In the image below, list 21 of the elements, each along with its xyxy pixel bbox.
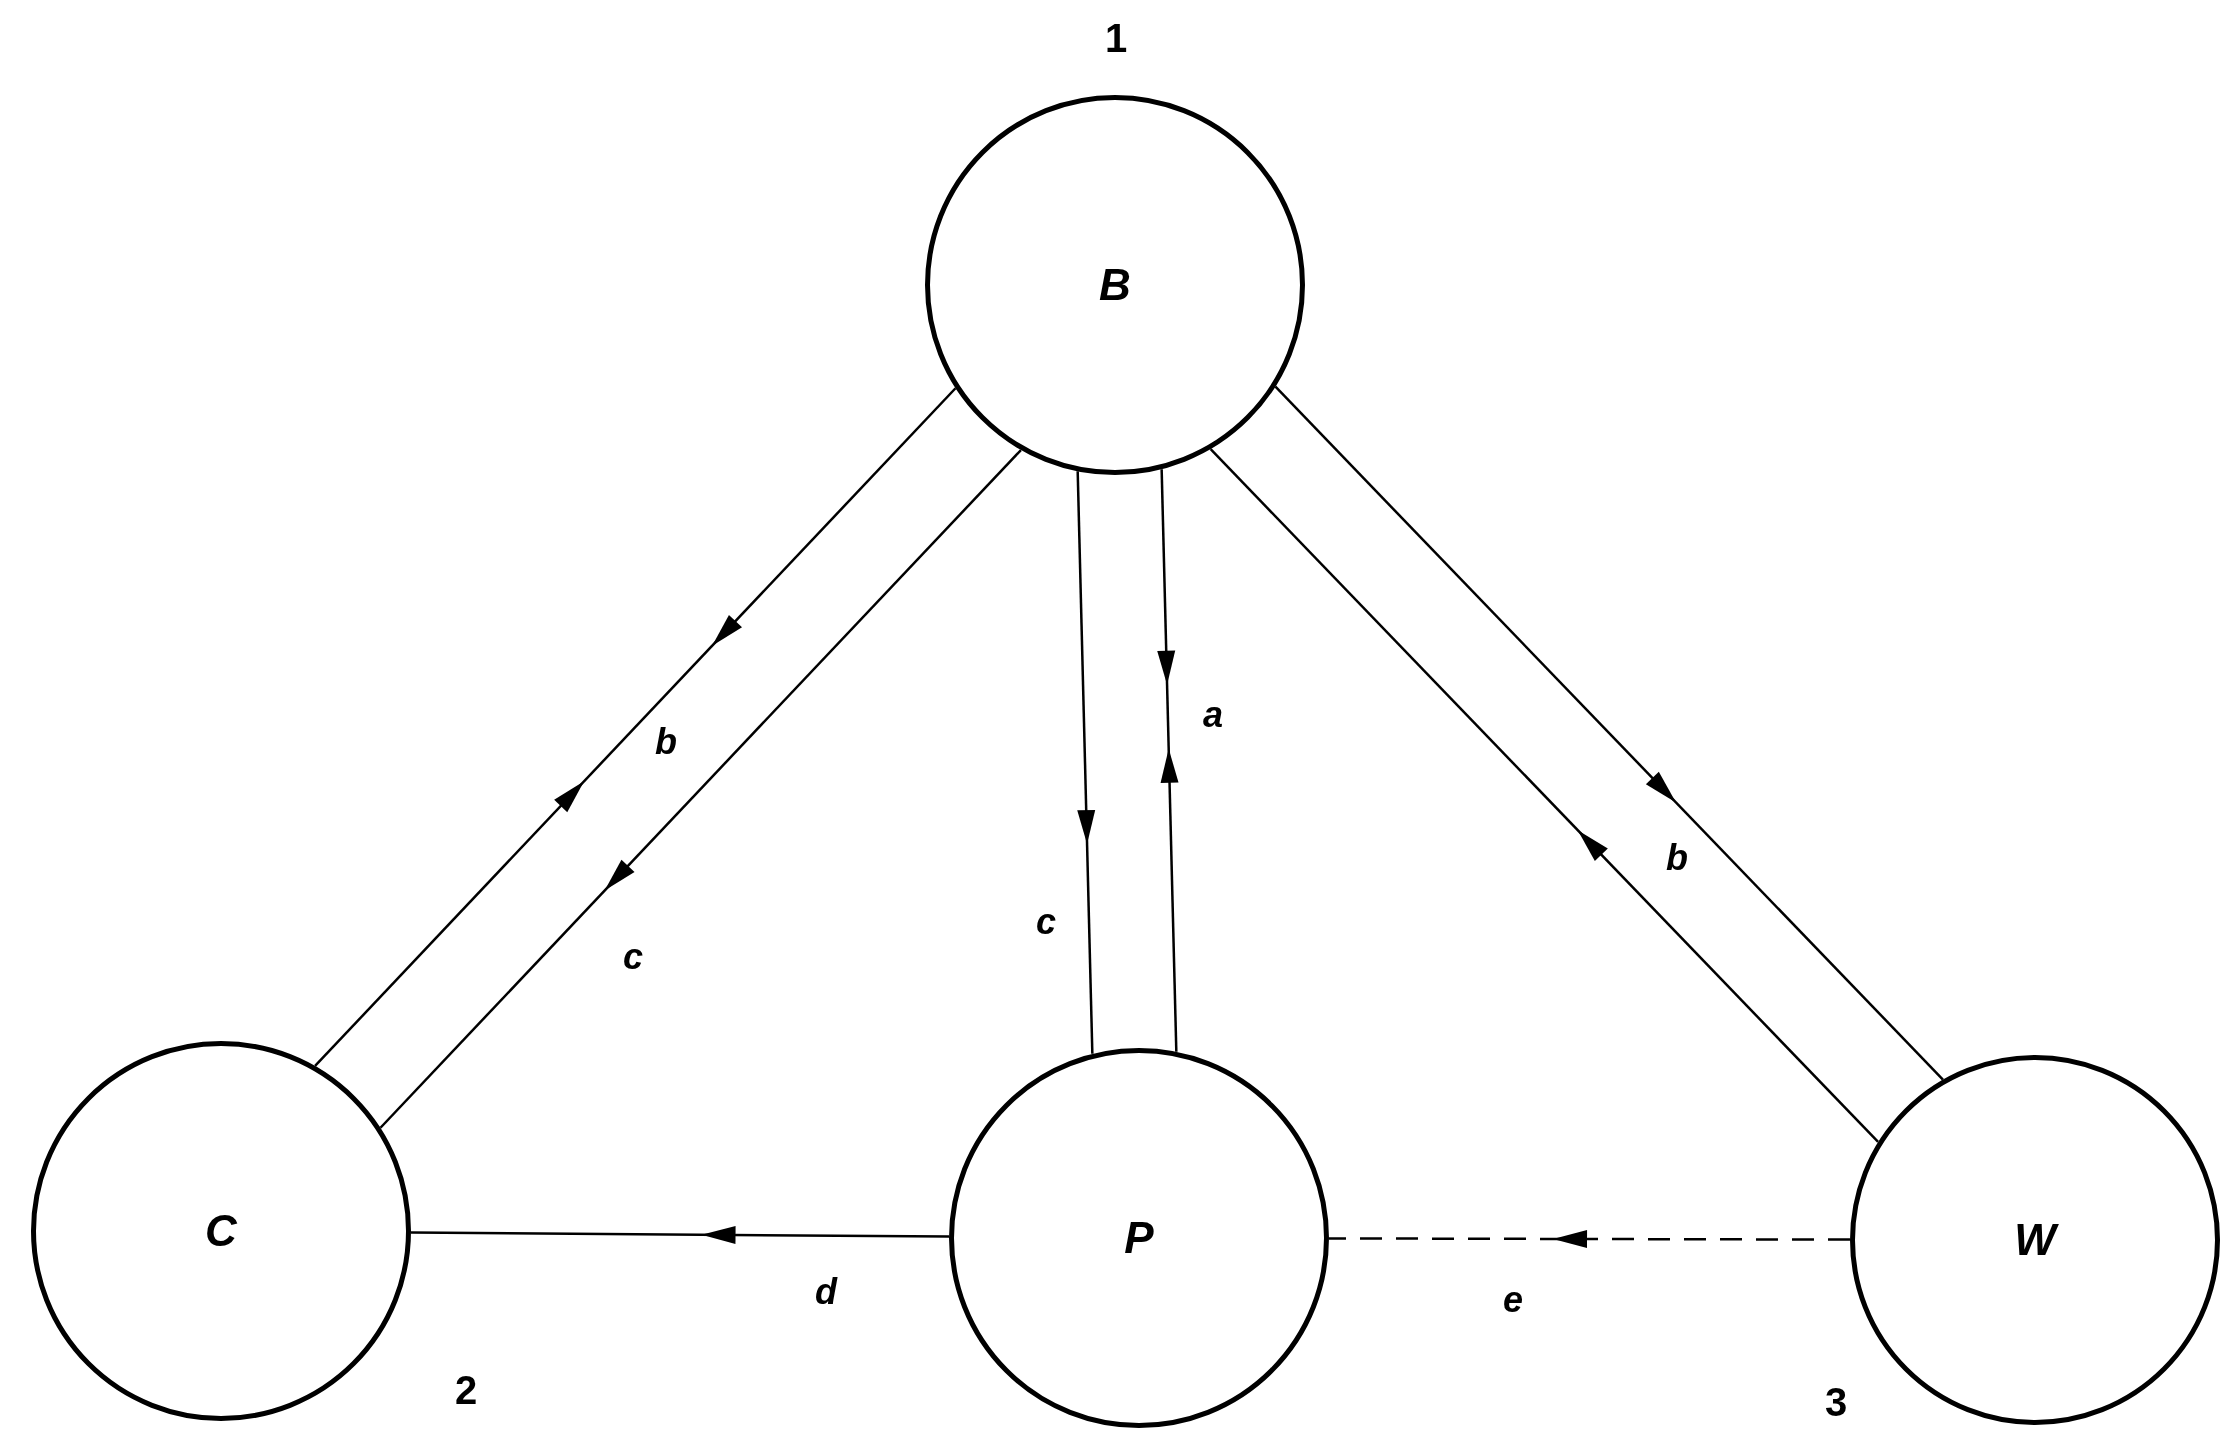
- arrow: [1329, 1230, 1850, 1248]
- arrow: [1274, 385, 1944, 1081]
- arrow: [1157, 469, 1179, 1052]
- edge-label: c: [1036, 904, 1056, 940]
- edge-label: c: [623, 939, 643, 975]
- node-number: 1: [1105, 18, 1128, 58]
- edge-label: b: [1666, 840, 1688, 876]
- edge-label: b: [655, 724, 677, 760]
- node-letter: P: [1124, 1216, 1154, 1260]
- arrow: [1076, 471, 1096, 1054]
- edge-label: a: [1203, 697, 1223, 733]
- arrow: [379, 449, 1022, 1129]
- arrow: [314, 387, 957, 1067]
- node-number: 2: [455, 1370, 478, 1410]
- node-letter: B: [1099, 263, 1131, 307]
- node-letter: C: [205, 1209, 237, 1253]
- node-number: 3: [1825, 1382, 1848, 1422]
- edge-label: d: [815, 1274, 837, 1310]
- arrow: [1209, 448, 1879, 1143]
- edge-label: e: [1503, 1282, 1523, 1318]
- arrow: [411, 1225, 949, 1244]
